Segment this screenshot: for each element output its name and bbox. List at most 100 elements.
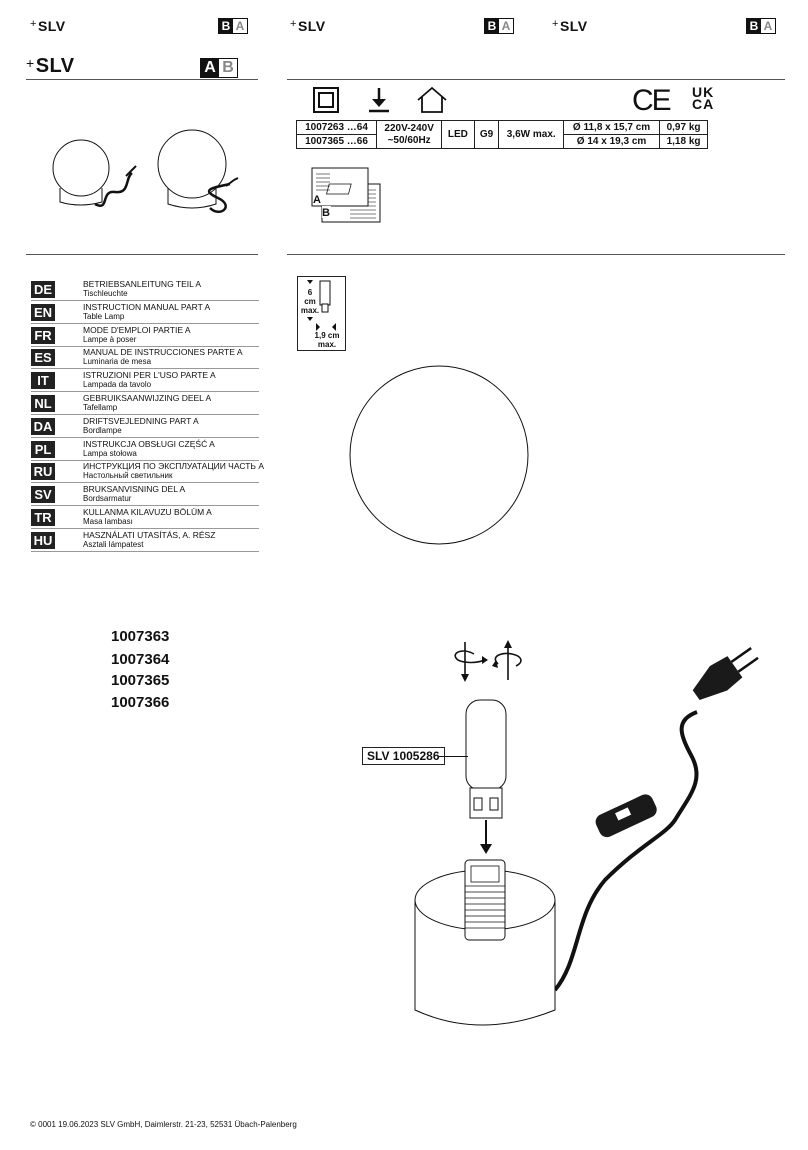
language-product: Bordsarmatur (83, 494, 132, 504)
ukca-line-1: UK (692, 84, 715, 100)
badge-a: A (201, 59, 219, 77)
spec-power: 3,6W max. (498, 120, 564, 149)
spec-voltage: 220V-240V~50/60Hz (376, 120, 443, 149)
badge-a: A (499, 19, 513, 33)
manual-b-label: B (322, 207, 330, 219)
star-icon: + (290, 18, 297, 30)
language-title: KULLANMA KILAVUZU BÖLÜM A (83, 507, 212, 517)
star-icon: + (26, 55, 35, 71)
divider (26, 254, 258, 255)
language-product: Bordlampe (83, 425, 122, 435)
language-product: Luminaria de mesa (83, 357, 152, 367)
language-product: Настольный светильник (83, 471, 173, 481)
language-title: GEBRUIKSAANWIJZING DEEL A (83, 393, 212, 403)
article-number: 1007363 (111, 628, 170, 645)
brand-logo-small-3: +SLV (552, 18, 588, 34)
divider (287, 254, 785, 255)
table-row: 1007365 …66 Ø 14 x 19,3 cm 1,18 kg (295, 134, 708, 149)
language-code: SV (31, 486, 55, 504)
language-title: MANUAL DE INSTRUCCIONES PARTE A (83, 347, 243, 358)
divider (287, 79, 785, 80)
language-code: RU (31, 463, 55, 481)
article-number: 1007364 (111, 651, 170, 668)
language-product: Table Lamp (83, 311, 125, 321)
language-code: DA (31, 417, 55, 435)
spec-light: LED (441, 120, 475, 149)
brand-logo-small-2: +SLV (290, 18, 326, 34)
language-title: ИНСТРУКЦИЯ ПО ЭКСПЛУАТАЦИИ ЧАСТЬ А (83, 461, 264, 472)
table-row: 1007263 …64 220V-240V~50/60Hz LED G9 3,6… (295, 120, 708, 149)
language-code: EN (31, 303, 55, 321)
bulb-clearance-icon (307, 280, 336, 331)
manual-a-label: A (313, 194, 321, 206)
language-code: HU (31, 531, 55, 549)
glass-globe (349, 365, 529, 545)
language-product: Lampa stołowa (83, 448, 137, 458)
language-code: FR (31, 326, 55, 344)
language-title: HASZNÁLATI UTASÍTÁS, A. RÉSZ (83, 529, 216, 540)
spec-weight: 0,97 kg (659, 120, 708, 135)
clearance-top-1: 6 (307, 288, 313, 297)
clearance-side-2: max. (317, 340, 337, 349)
brand-logo: +SLV (26, 55, 75, 78)
language-title: INSTRUKCJA OBSŁUGI CZĘŚĆ A (83, 438, 215, 449)
clearance-top-3: max. (300, 306, 320, 315)
brand-logo-small: +SLV (30, 18, 66, 34)
indoor-mount-icon (369, 88, 389, 113)
badge-b: B (219, 19, 233, 33)
spec-art: 1007365 …66 (295, 134, 378, 149)
ce-mark: CE (632, 84, 672, 117)
language-code: TR (31, 509, 55, 526)
lamp-thumbnails-illustration (52, 129, 239, 214)
spec-socket: G9 (473, 120, 500, 149)
article-number: 1007366 (111, 694, 170, 711)
sku-leader-line (438, 756, 468, 757)
bulb-sku-label: SLV 1005286 (362, 747, 445, 765)
spec-table: 1007263 …64 220V-240V~50/60Hz LED G9 3,6… (295, 120, 708, 149)
badge-b: B (219, 59, 237, 77)
star-icon: + (552, 18, 559, 30)
language-title: MODE D'EMPLOI PARTIE A (83, 324, 191, 335)
brand-text: SLV (37, 18, 66, 34)
language-title: BETRIEBSANLEITUNG TEIL A (83, 279, 202, 289)
clearance-side-1: 1,9 cm (314, 331, 340, 340)
language-code: PL (31, 440, 55, 458)
language-code: DE (31, 281, 55, 298)
article-number: 1007365 (111, 672, 170, 689)
footer-copyright: © 0001 19.06.2023 SLV GmbH, Daimlerstr. … (30, 1120, 297, 1129)
clearance-box (297, 276, 346, 351)
spec-size: Ø 11,8 x 15,7 cm (562, 120, 661, 135)
language-product: Asztali lámpatest (83, 539, 144, 549)
spec-size: Ø 14 x 19,3 cm (562, 134, 661, 149)
badge-b: B (485, 19, 499, 33)
brand-text: SLV (35, 55, 75, 77)
language-code: IT (31, 372, 55, 390)
g9-bulb-illustration (465, 699, 507, 854)
clearance-side-label: 1,9 cm max. (310, 331, 344, 349)
language-product: Tafellamp (83, 403, 118, 412)
language-title: ISTRUZIONI PER L'USO PARTE A (83, 370, 216, 381)
language-product: Lampada da tavolo (83, 380, 152, 390)
ukca-line-2: CA (692, 96, 715, 112)
language-code: ES (31, 349, 55, 367)
language-title: BRUKSANVISNING DEL A (83, 484, 186, 495)
rotate-arrows-icon (454, 640, 522, 682)
language-product: Tischleuchte (83, 289, 128, 298)
badge-b: B (747, 19, 761, 33)
lamp-base-cable-illustration (414, 647, 759, 1026)
brand-text: SLV (297, 18, 326, 34)
